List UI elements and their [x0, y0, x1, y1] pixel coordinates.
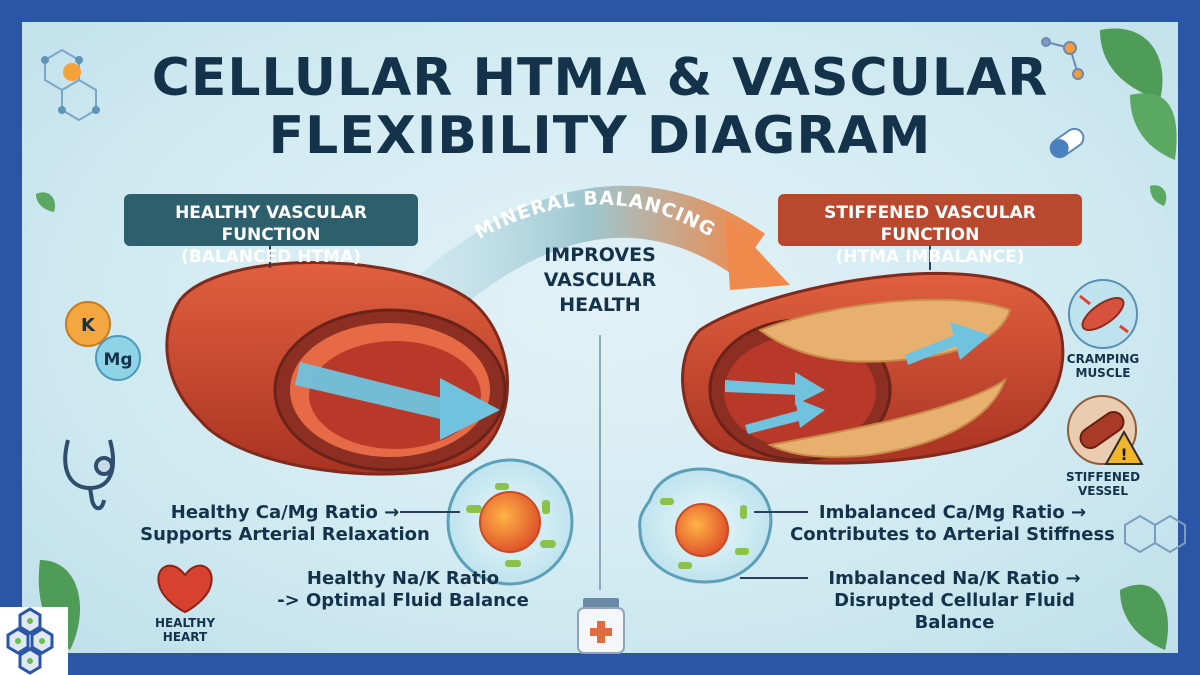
svg-text:!: ! — [1120, 445, 1127, 464]
healthy-nak-label: Healthy Na/K Ratio -> Optimal Fluid Bala… — [268, 568, 538, 612]
molecule-decoration-icon — [1041, 37, 1084, 80]
stiffened-function-badge: STIFFENED VASCULAR FUNCTION (HTMA IMBALA… — [778, 194, 1082, 267]
imbalanced-nak-line2: Disrupted Cellular Fluid Balance — [834, 590, 1075, 633]
healthy-camg-line2: Supports Arterial Relaxation — [140, 524, 430, 545]
healthy-camg-label: Healthy Ca/Mg Ratio → Supports Arterial … — [140, 502, 430, 546]
heart-caption-line2: HEART — [162, 630, 208, 644]
potassium-label: K — [81, 315, 96, 336]
mineral-balancing-label: MINERAL BALANCING — [471, 187, 719, 243]
imbalanced-camg-line2: Contributes to Arterial Stiffness — [790, 524, 1115, 545]
healthy-function-badge: HEALTHY VASCULAR FUNCTION (BALANCED HTMA… — [124, 194, 418, 267]
healthy-flow-arrow-icon — [295, 362, 500, 440]
brand-logo-icon — [0, 607, 68, 675]
cramping-caption-line2: MUSCLE — [1075, 366, 1131, 380]
cramping-muscle-icon — [1068, 279, 1138, 349]
imbalanced-camg-label: Imbalanced Ca/Mg Ratio → Contributes to … — [790, 502, 1115, 546]
medicine-bottle-icon — [577, 598, 625, 654]
healthy-badge-line1: HEALTHY VASCULAR FUNCTION — [175, 203, 367, 245]
healthy-heart-caption: HEALTHY HEART — [140, 616, 230, 644]
molecule-decoration-icon — [41, 48, 100, 122]
healthy-nak-line2: -> Optimal Fluid Balance — [277, 590, 529, 611]
magnesium-label: Mg — [103, 350, 132, 370]
stiffened-flow-arrow-icon — [725, 322, 990, 434]
mineral-balancing-arrow — [412, 185, 790, 320]
imbalanced-cell-icon — [638, 467, 773, 584]
heart-caption-line1: HEALTHY — [154, 616, 216, 630]
stiffened-vessel-icon: ! — [1067, 395, 1144, 465]
page-title-line2: FLEXIBILITY DIAGRAM — [268, 106, 932, 166]
stiffened-badge-line2: (HTMA IMBALANCE) — [835, 247, 1025, 267]
stiffened-caption-line1: STIFFENED — [1065, 470, 1141, 484]
cramping-caption-line1: CRAMPING — [1066, 352, 1140, 366]
page-title-line1: CELLULAR HTMA & VASCULAR — [151, 48, 1049, 108]
healthy-badge-line2: (BALANCED HTMA) — [181, 247, 361, 267]
healthy-nak-line1: Healthy Na/K Ratio — [306, 568, 500, 589]
center-caption-line3: HEALTH — [559, 294, 641, 316]
capsule-pill-icon — [1049, 127, 1085, 159]
molecule-decoration-icon — [1124, 514, 1186, 554]
healthy-cell-icon — [446, 458, 574, 586]
stiffened-vessel-caption: STIFFENED VESSEL — [1058, 470, 1148, 498]
stiffened-badge-line1: STIFFENED VASCULAR FUNCTION — [824, 203, 1036, 245]
center-caption-line1: IMPROVES — [544, 244, 656, 266]
imbalanced-camg-line1: Imbalanced Ca/Mg Ratio → — [818, 502, 1087, 523]
potassium-icon — [65, 301, 111, 347]
healthy-camg-line1: Healthy Ca/Mg Ratio → — [170, 502, 400, 523]
magnesium-icon — [95, 335, 141, 381]
cramping-muscle-caption: CRAMPING MUSCLE — [1058, 352, 1148, 380]
heart-icon — [157, 564, 213, 614]
center-caption-line2: VASCULAR — [543, 269, 657, 291]
leaf-decoration-icon — [36, 28, 1177, 650]
stethoscope-icon — [63, 439, 116, 511]
imbalanced-nak-label: Imbalanced Na/K Ratio → Disrupted Cellul… — [792, 568, 1117, 634]
center-caption: IMPROVES VASCULAR HEALTH — [520, 243, 680, 318]
stiffened-caption-line2: VESSEL — [1077, 484, 1129, 498]
imbalanced-nak-line1: Imbalanced Na/K Ratio → — [828, 568, 1081, 589]
